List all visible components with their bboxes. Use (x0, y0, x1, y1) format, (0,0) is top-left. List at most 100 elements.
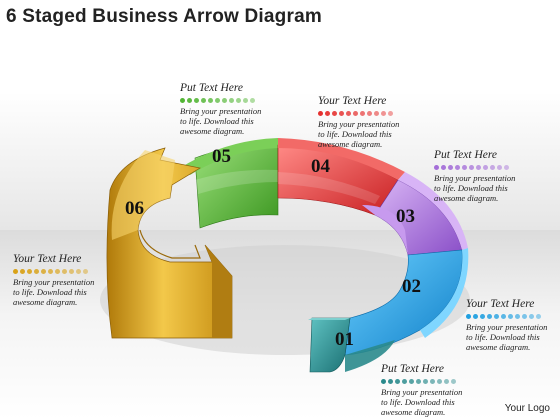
separator-dot (62, 269, 67, 274)
separator-dot (466, 314, 471, 319)
stage-04-segment[interactable] (277, 138, 405, 216)
stage-06-number: 06 (125, 198, 144, 219)
separator-dot (187, 98, 192, 103)
separator-dot (55, 269, 60, 274)
separator-dot (48, 269, 53, 274)
callout-01-body: Bring your presentation to life. Downloa… (381, 387, 463, 417)
separator-dot (208, 98, 213, 103)
page-title: 6 Staged Business Arrow Diagram (6, 6, 322, 27)
separator-dot (325, 111, 330, 116)
separator-dot (27, 269, 32, 274)
separator-dot (367, 111, 372, 116)
separator-dot (451, 379, 456, 384)
callout-01: Put Text Here Bring your presentation to… (381, 363, 471, 417)
separator-dot (34, 269, 39, 274)
separator-dot (536, 314, 541, 319)
separator-dot (13, 269, 18, 274)
stage-06-arrow[interactable] (106, 147, 233, 339)
callout-04-body: Bring your presentation to life. Downloa… (318, 119, 400, 149)
callout-06-dots (13, 269, 103, 275)
separator-dot (462, 165, 467, 170)
stage-02-number: 02 (402, 276, 421, 297)
stage-05-number: 05 (212, 146, 231, 167)
callout-05: Put Text Here Bring your presentation to… (180, 82, 270, 136)
separator-dot (501, 314, 506, 319)
callout-02-heading: Your Text Here (466, 298, 535, 310)
separator-dot (83, 269, 88, 274)
separator-dot (388, 379, 393, 384)
separator-dot (229, 98, 234, 103)
callout-03: Put Text Here Bring your presentation to… (434, 149, 524, 203)
separator-dot (469, 165, 474, 170)
separator-dot (318, 111, 323, 116)
callout-06-body: Bring your presentation to life. Downloa… (13, 277, 95, 307)
callout-04-dots (318, 111, 408, 117)
separator-dot (455, 165, 460, 170)
separator-dot (250, 98, 255, 103)
callout-02: Your Text Here Bring your presentation t… (466, 298, 556, 352)
separator-dot (473, 314, 478, 319)
callout-04: Your Text Here Bring your presentation t… (318, 95, 408, 149)
callout-03-heading: Put Text Here (434, 149, 498, 161)
callout-06-heading: Your Text Here (13, 253, 82, 265)
separator-dot (332, 111, 337, 116)
callout-01-heading: Put Text Here (381, 363, 445, 375)
callout-03-dots (434, 165, 524, 171)
separator-dot (236, 98, 241, 103)
separator-dot (201, 98, 206, 103)
separator-dot (215, 98, 220, 103)
separator-dot (381, 379, 386, 384)
callout-03-body: Bring your presentation to life. Downloa… (434, 173, 516, 203)
callout-01-dots (381, 379, 471, 385)
separator-dot (76, 269, 81, 274)
separator-dot (374, 111, 379, 116)
callout-06: Your Text Here Bring your presentation t… (13, 253, 103, 307)
callout-02-dots (466, 314, 556, 320)
separator-dot (483, 165, 488, 170)
callout-02-body: Bring your presentation to life. Downloa… (466, 322, 548, 352)
separator-dot (402, 379, 407, 384)
separator-dot (339, 111, 344, 116)
separator-dot (430, 379, 435, 384)
separator-dot (480, 314, 485, 319)
stage-01-number: 01 (335, 329, 354, 350)
stage-05-segment[interactable] (180, 138, 279, 229)
callout-05-body: Bring your presentation to life. Downloa… (180, 106, 262, 136)
separator-dot (353, 111, 358, 116)
separator-dot (448, 165, 453, 170)
separator-dot (388, 111, 393, 116)
separator-dot (490, 165, 495, 170)
separator-dot (395, 379, 400, 384)
separator-dot (416, 379, 421, 384)
stage-03-number: 03 (396, 206, 415, 227)
separator-dot (515, 314, 520, 319)
logo-text: Your Logo (504, 403, 550, 414)
separator-dot (437, 379, 442, 384)
separator-dot (360, 111, 365, 116)
separator-dot (487, 314, 492, 319)
separator-dot (20, 269, 25, 274)
separator-dot (476, 165, 481, 170)
separator-dot (522, 314, 527, 319)
separator-dot (441, 165, 446, 170)
stage-01-segment[interactable] (308, 317, 395, 373)
separator-dot (346, 111, 351, 116)
separator-dot (504, 165, 509, 170)
separator-dot (243, 98, 248, 103)
separator-dot (194, 98, 199, 103)
callout-05-heading: Put Text Here (180, 82, 244, 94)
callout-04-heading: Your Text Here (318, 95, 387, 107)
separator-dot (41, 269, 46, 274)
separator-dot (69, 269, 74, 274)
separator-dot (508, 314, 513, 319)
separator-dot (529, 314, 534, 319)
separator-dot (409, 379, 414, 384)
separator-dot (494, 314, 499, 319)
separator-dot (444, 379, 449, 384)
separator-dot (434, 165, 439, 170)
stage-04-number: 04 (311, 156, 331, 177)
separator-dot (381, 111, 386, 116)
separator-dot (180, 98, 185, 103)
separator-dot (423, 379, 428, 384)
